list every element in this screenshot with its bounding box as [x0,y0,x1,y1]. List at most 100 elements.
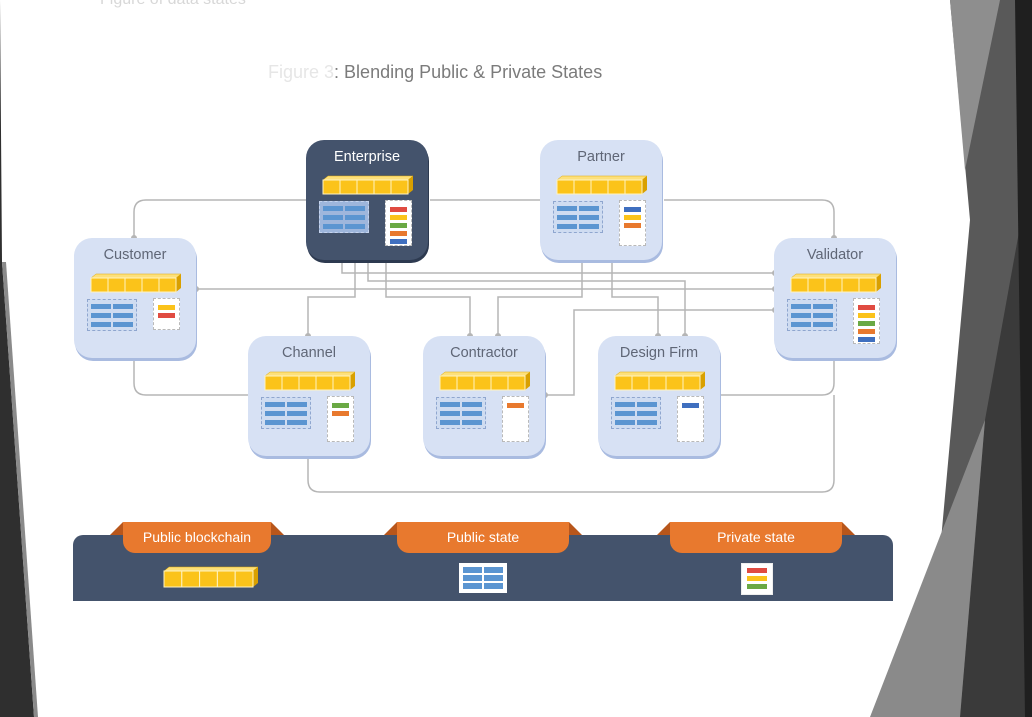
block [315,375,334,391]
private-state-entry-orange [332,411,349,416]
private-state-entry-yellow [390,215,407,220]
block [624,179,643,195]
block [298,375,317,391]
public-state-entry [791,322,811,327]
legend-tab-private-state: Private state [657,522,855,553]
public-state-entry [113,313,133,318]
private-state-entry-green [747,584,767,589]
public-state-icon [319,201,369,233]
block-top [90,273,182,279]
block [281,375,300,391]
block [216,570,236,588]
block-top [556,175,648,181]
private-state-entry-blue [682,403,699,408]
node-validator: Validator [774,238,896,358]
node-design-firm: Design Firm [598,336,720,456]
block-top [790,273,882,279]
public-state-entry [440,411,460,416]
public-state-entry [557,215,577,220]
figure-title-text: : Blending Public & Private States [334,62,603,82]
public-state-entry [484,583,503,589]
blockchain-icon [439,371,531,391]
block [590,179,609,195]
private-state-entry-yellow [624,215,641,220]
public-state-entry [791,304,811,309]
legend-blockchain-icon [163,566,259,588]
block [573,179,592,195]
public-state-entry [484,567,503,573]
connector-contractor-validator [545,309,775,396]
public-state-entry [91,322,111,327]
public-state-entry [265,411,285,416]
private-state-icon [153,298,180,330]
connector-enterprise-contractor [385,258,471,336]
private-state-entry-green [390,223,407,228]
private-state-entry-yellow [158,305,175,310]
private-state-icon [853,298,880,344]
block [456,375,475,391]
right-bottom-light-facet [870,420,985,717]
public-state-entry [323,206,343,211]
node-label: Customer [103,247,167,263]
block [439,375,458,391]
connector-enterprise-design-firm [367,258,686,336]
private-state-icon [619,200,646,246]
public-state-entry [637,402,657,407]
public-state-entry [813,304,833,309]
public-state-entry [637,411,657,416]
public-state-entry [791,313,811,318]
block [264,375,283,391]
block [124,277,143,293]
legend-tab-public-blockchain: Public blockchain [110,522,284,553]
public-state-entry [113,322,133,327]
public-state-entry [615,420,635,425]
public-state-entry [463,575,482,581]
public-state-entry [484,575,503,581]
public-state-entry [287,402,307,407]
connector-enterprise-validator-1 [341,258,775,274]
node-label: Design Firm [619,345,699,361]
legend-private-state-icon [741,563,773,595]
block [141,277,160,293]
public-state-icon [611,397,661,429]
private-state-icon [677,396,704,442]
public-state-icon [87,299,137,331]
public-state-entry [323,215,343,220]
public-state-entry [345,215,365,220]
public-state-entry [287,420,307,425]
private-state-entry-orange [507,403,524,408]
connector-partner-design-firm [611,258,659,336]
legend-public-state-icon [459,563,507,593]
figure-title: Figure 3: Blending Public & Private Stat… [268,62,668,83]
public-state-entry [813,322,833,327]
public-state-entry [813,313,833,318]
node-label: Validator [806,247,864,263]
block-side [350,372,355,390]
blockchain-icon [90,273,182,293]
public-state-entry [463,583,482,589]
right-dark-facet [960,160,1032,717]
node-label: Partner [577,149,625,165]
block [199,570,218,588]
public-state-entry [579,206,599,211]
connector-customer-channel [133,358,248,396]
public-state-icon [436,397,486,429]
block-top [322,175,414,181]
block [373,179,392,195]
top-caption: Figure of data states [100,0,246,9]
block [322,179,341,195]
node-label: Contractor [450,345,518,361]
block-side [700,372,705,390]
public-state-entry [113,304,133,309]
block [841,277,860,293]
block-top [163,566,259,572]
public-state-entry [615,402,635,407]
private-state-entry-green [332,403,349,408]
public-state-entry [463,567,482,573]
block [158,277,177,293]
blockchain-icon [614,371,706,391]
public-state-entry [637,420,657,425]
block-side [525,372,530,390]
block-side [642,176,647,194]
